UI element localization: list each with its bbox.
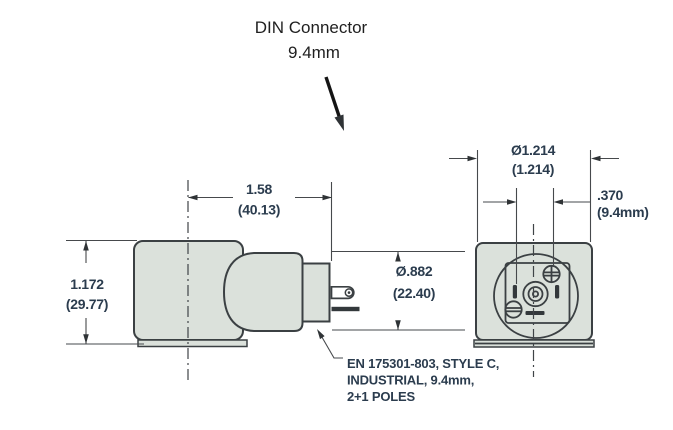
dim-height: 1.172 (29.77) (66, 239, 144, 345)
dim-pin-spacing-in: .370 (597, 187, 624, 203)
arrowhead-icon (395, 320, 401, 330)
coil-flange (137, 339, 248, 348)
note-line-3: 2+1 POLES (347, 389, 415, 404)
dim-connector-dia: Ø.882 (22.40) (332, 250, 465, 331)
face-circle (493, 253, 579, 339)
arrowhead-icon (395, 252, 401, 262)
arrowhead-icon (553, 199, 563, 205)
dim-length-in: 1.58 (246, 181, 273, 197)
dim-length-mm: (40.13) (238, 202, 280, 218)
dim-height-in: 1.172 (70, 276, 104, 292)
pin-lower (331, 306, 360, 312)
dim-width-mm: (1.214) (512, 161, 554, 177)
dim-width-in: Ø1.214 (511, 142, 556, 158)
dim-pin-spacing: .370 (9.4mm) (483, 187, 649, 284)
keyway-slot (525, 311, 545, 315)
center-screw (522, 280, 549, 308)
terminal-screw (504, 300, 523, 319)
arrowhead-icon (317, 329, 325, 340)
arrowhead-icon (83, 241, 89, 251)
connector-stem (301, 262, 331, 323)
dim-length: 1.58 (40.13) (188, 181, 333, 261)
dim-width: Ø1.214 (1.214) (449, 142, 619, 242)
ground-screw (542, 264, 561, 284)
arrowhead-icon (467, 155, 477, 162)
title-block: DIN Connector 9.4mm (255, 18, 368, 131)
note-line-1: EN 175301-803, STYLE C, (347, 356, 499, 371)
dim-connector-dia-mm: (22.40) (393, 285, 435, 301)
dim-pin-spacing-mm: (9.4mm) (597, 204, 649, 220)
connector-housing (222, 252, 304, 332)
arrowhead-icon (322, 194, 332, 201)
front-view: Ø1.214 (1.214) .370 (9.4mm) (449, 142, 649, 377)
title-line-1: DIN Connector (255, 18, 368, 37)
arrowhead-icon (188, 194, 198, 201)
arrowhead-icon (83, 334, 89, 344)
dim-connector-dia-in: Ø.882 (396, 263, 433, 279)
standard-note: EN 175301-803, STYLE C, INDUSTRIAL, 9.4m… (317, 329, 499, 404)
arrowhead-icon (591, 155, 601, 162)
side-view: 1.172 (29.77) 1.58 (40.13) Ø.882 (22.40) (66, 180, 499, 404)
dim-height-mm: (29.77) (66, 296, 108, 312)
pin-upper (330, 285, 355, 300)
arrowhead-icon (507, 199, 517, 205)
callout-arrow-icon (324, 76, 344, 131)
title-line-2: 9.4mm (288, 43, 340, 62)
leader-line (318, 331, 343, 359)
face-square (504, 262, 571, 324)
pin-slot-left (512, 285, 517, 299)
pin-slot-right (555, 285, 560, 299)
note-line-2: INDUSTRIAL, 9.4mm, (347, 373, 474, 388)
